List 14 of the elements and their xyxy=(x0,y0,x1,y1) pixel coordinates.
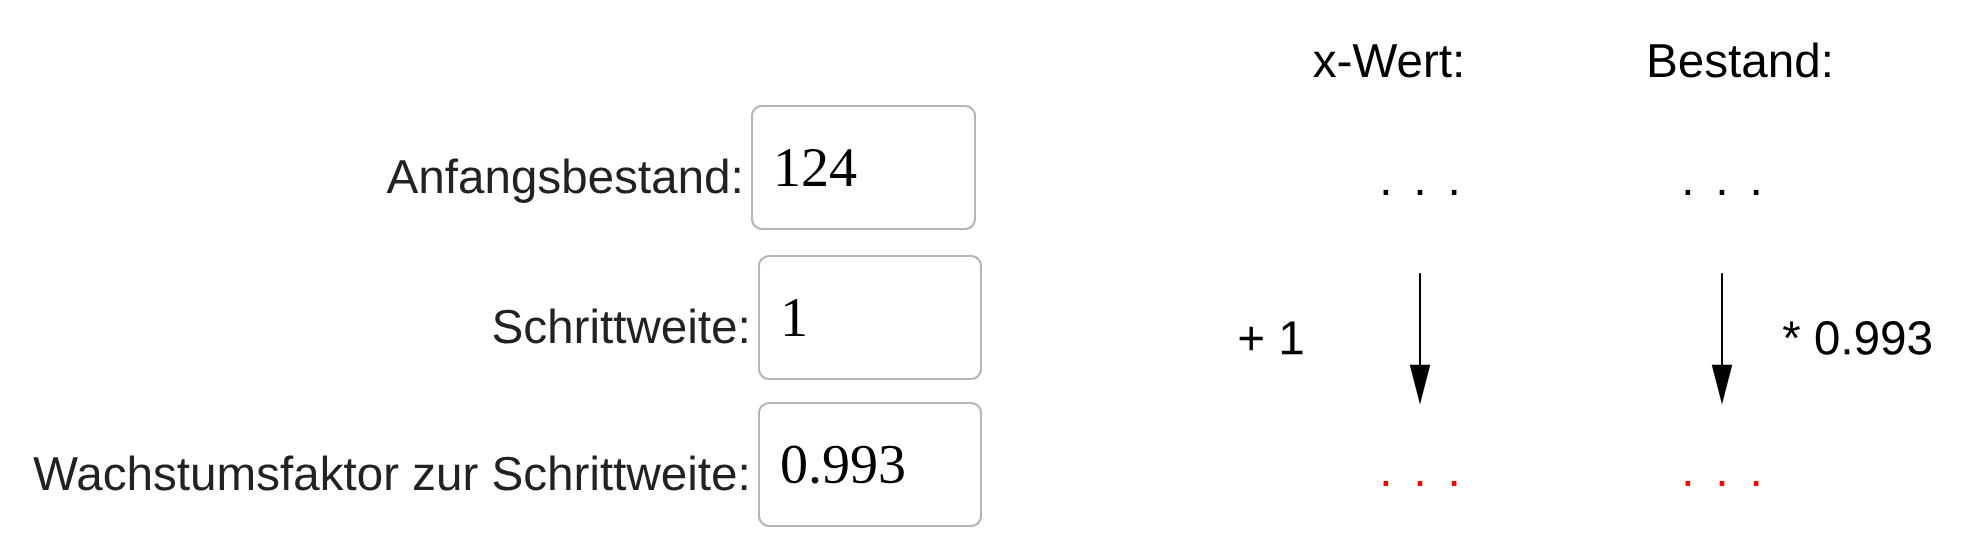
edge-label: + 1 xyxy=(1239,321,1303,355)
field-label: Wachstumsfaktor zur Schrittweite: xyxy=(33,455,747,491)
ellipsis: . . . xyxy=(1685,189,1759,195)
ellipsis: . . . xyxy=(1383,189,1457,195)
column-header: Bestand: xyxy=(1649,42,1830,78)
field-label: Anfangsbestand: xyxy=(386,158,740,203)
edge-label: * 0.993 xyxy=(1782,321,1931,355)
field-label: Schrittweite: xyxy=(493,308,747,344)
input-field: 124 xyxy=(751,105,976,230)
input-field: 0.993 xyxy=(758,402,982,527)
input-field: 1 xyxy=(758,255,982,380)
ellipsis: . . . xyxy=(1383,480,1457,486)
column-header: x-Wert: xyxy=(1313,44,1461,78)
ellipsis: . . . xyxy=(1685,480,1759,486)
